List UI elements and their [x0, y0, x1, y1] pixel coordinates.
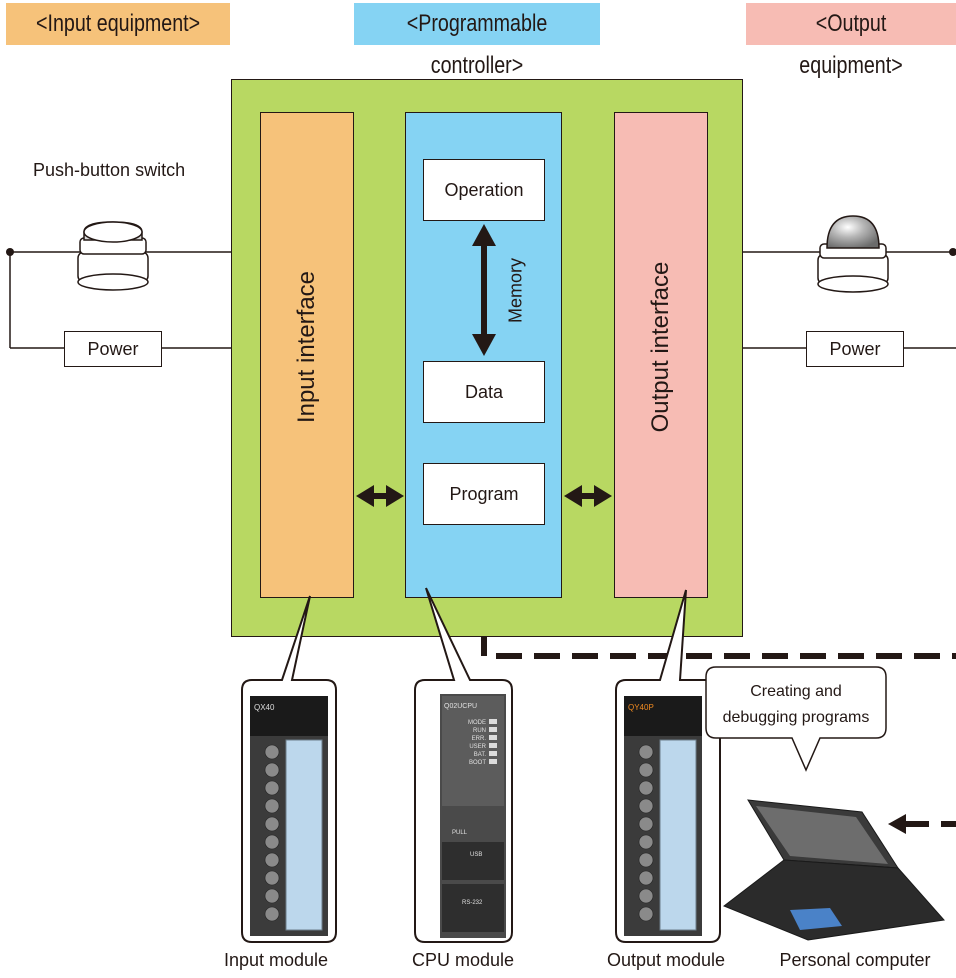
- programmable-controller-header: <Programmable controller>: [354, 3, 600, 79]
- cpu-output-arrow-left-icon: [564, 485, 582, 507]
- cpu-output-arrow-shaft: [578, 493, 600, 499]
- input-equipment-header-text: <Input equipment>: [35, 10, 201, 37]
- input-power-box: Power: [64, 331, 162, 367]
- memory-arrow-up-icon: [472, 224, 496, 246]
- input-cpu-arrow-right-icon: [386, 485, 404, 507]
- usb-label: USB: [470, 852, 482, 858]
- led-bat-label: BAT.: [474, 752, 487, 758]
- output-circuit-wires: [743, 251, 956, 349]
- programmable-controller-header-text: <Programmable controller>: [406, 10, 548, 79]
- input-module-caption: Input module: [223, 950, 329, 970]
- led-user-label: USER: [469, 744, 486, 750]
- output-power-box: Power: [806, 331, 904, 367]
- input-terminal-dot: [6, 248, 14, 256]
- output-interface-block: [614, 112, 708, 598]
- callout-line-1: Creating and: [750, 683, 842, 700]
- program-box: Program: [423, 463, 545, 525]
- speech-bubble: [705, 666, 887, 772]
- led-run-label: RUN: [473, 728, 486, 734]
- cpu-module-caption: CPU module: [411, 950, 515, 970]
- led-mode-label: MODE: [468, 720, 486, 726]
- output-equipment-header: <Output equipment>: [746, 3, 956, 79]
- push-button-switch-label: Push-button switch: [33, 160, 186, 180]
- callout-line-2: debugging programs: [723, 709, 870, 726]
- rs232-label: RS-232: [462, 900, 483, 906]
- operation-box: Operation: [423, 159, 545, 221]
- output-terminal-dot: [949, 248, 956, 256]
- qx40-model-text: QX40: [254, 703, 275, 712]
- personal-computer-caption: Personal computer: [779, 950, 931, 970]
- cpu-model-text: Q02UCPU: [444, 703, 477, 710]
- cpu-module-q02ucpu-icon: Q02UCPU MODE RUN ERR. USER BAT. BOOT PUL…: [440, 694, 506, 938]
- qy40p-model-text: QY40P: [628, 703, 654, 712]
- memory-arrow-down-icon: [472, 334, 496, 356]
- data-box: Data: [423, 361, 545, 423]
- memory-arrow-shaft: [481, 240, 487, 340]
- push-button-switch-icon: [77, 221, 149, 291]
- input-cpu-arrow-shaft: [370, 493, 392, 499]
- led-err-label: ERR.: [472, 736, 487, 742]
- lamp-icon: [817, 215, 889, 293]
- output-equipment-header-text: <Output equipment>: [799, 10, 903, 79]
- input-circuit-wires: [9, 251, 231, 349]
- cpu-output-arrow-right-icon: [594, 485, 612, 507]
- output-module-qy40p-icon: QY40P: [624, 696, 702, 936]
- laptop-icon: [723, 799, 945, 941]
- pull-label: PULL: [452, 830, 468, 836]
- led-boot-label: BOOT: [469, 760, 486, 766]
- input-equipment-header: <Input equipment>: [6, 3, 230, 45]
- input-cpu-arrow-left-icon: [356, 485, 374, 507]
- input-interface-block: [260, 112, 354, 598]
- input-module-qx40-icon: QX40: [250, 696, 328, 936]
- output-module-caption: Output module: [606, 950, 726, 970]
